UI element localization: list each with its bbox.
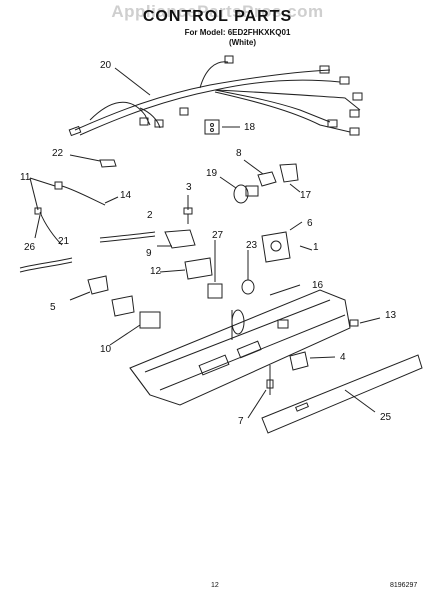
lower-left-parts: [19, 257, 109, 301]
callout-13: 13: [385, 310, 397, 321]
callout-19: 19: [206, 168, 218, 179]
callout-22: 22: [52, 148, 64, 159]
light-socket-assembly: [219, 159, 301, 204]
screw-and-tube: [99, 195, 196, 249]
callout-16: 16: [312, 280, 324, 291]
callout-11: 11: [20, 172, 31, 183]
callout-12: 12: [150, 266, 162, 277]
callout-9: 9: [146, 248, 152, 259]
callout-5: 5: [50, 302, 56, 313]
callout-27: 27: [212, 230, 224, 241]
model-line: For Model: 6ED2FHKXKQ01: [184, 28, 291, 37]
color-line: (White): [228, 38, 257, 47]
wire-harness: [68, 55, 363, 137]
switch-plate: [204, 119, 240, 135]
callout-17: 17: [300, 190, 312, 201]
callout-2: 2: [147, 210, 153, 221]
page-title: CONTROL PARTS: [142, 8, 293, 25]
callout-26: 26: [24, 242, 36, 253]
callout-6: 6: [307, 218, 313, 229]
callout-25: 25: [380, 412, 392, 423]
bracket-and-screw: [247, 351, 336, 419]
thermostat-assembly: [241, 221, 381, 327]
callout-8: 8: [236, 148, 242, 159]
callout-10: 10: [100, 344, 112, 355]
callout-14: 14: [120, 190, 132, 201]
control-housing: [129, 289, 351, 406]
callout-20: 20: [100, 60, 112, 71]
callout-3: 3: [186, 182, 192, 193]
page-number: 12: [211, 582, 219, 589]
callout-21: 21: [58, 236, 70, 247]
clip: [69, 154, 117, 168]
control-switches: [109, 240, 223, 346]
callout-18: 18: [244, 122, 256, 133]
callout-23: 23: [246, 240, 258, 251]
callout-7: 7: [238, 416, 244, 427]
callout-4: 4: [340, 352, 346, 363]
document-number: 8196297: [390, 582, 418, 589]
callout-1: 1: [313, 242, 319, 253]
sensor-assembly: [29, 177, 119, 246]
trim-strip: [261, 354, 423, 434]
watermark: AppliancePartsPros.com: [111, 2, 324, 21]
